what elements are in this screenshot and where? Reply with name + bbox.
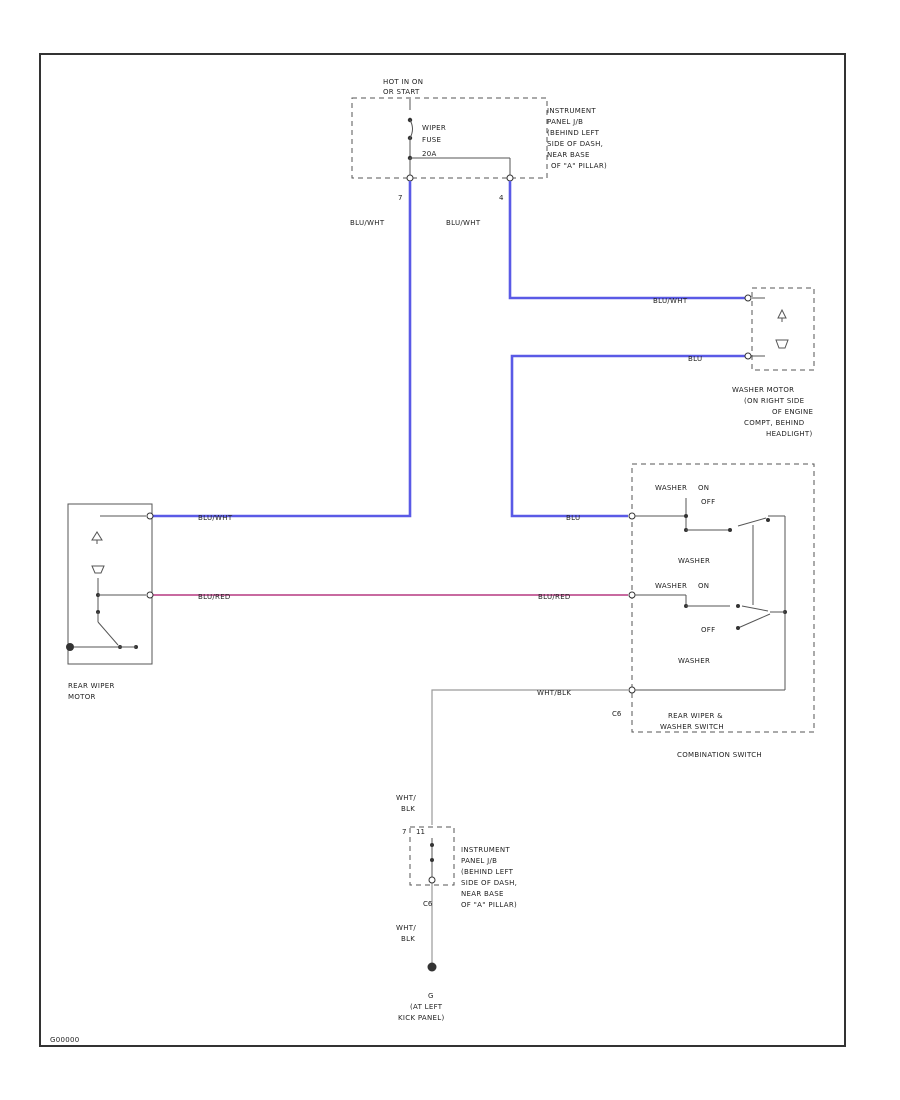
- combination-switch: WASHER ON OFF WASHER WASHER ON OFF WASHE…: [612, 463, 815, 759]
- power-label-2: OR START: [383, 88, 420, 96]
- fuse-pin-left: 7: [398, 194, 402, 202]
- fuse-location-2: PANEL J/B: [547, 118, 583, 126]
- lower-switch-label-washer-top: WASHER: [655, 582, 687, 590]
- fuse-wire-right: BLU/WHT: [446, 219, 481, 227]
- fuse-pin-right: 4: [499, 194, 504, 202]
- lower-switch-arm-lower: [737, 613, 771, 629]
- washer-motor-symbol-icon: [777, 308, 787, 322]
- lower-switch-arm-upper: [741, 605, 769, 612]
- ground-label-1: G: [428, 992, 434, 1000]
- ground-jb-box: [409, 826, 455, 886]
- wire-blu-wht-washer: [508, 181, 745, 300]
- rear-wiper-motor: REAR WIPER MOTOR: [66, 503, 154, 701]
- ground-location-3: (BEHIND LEFT: [461, 868, 514, 876]
- fuse-label-3: 20A: [422, 150, 437, 158]
- diagram-frame: [39, 53, 846, 1047]
- lower-switch-label-washer-bottom: WASHER: [678, 657, 710, 665]
- combination-switch-caption: COMBINATION SWITCH: [677, 751, 762, 759]
- washer-motor-label-5: HEADLIGHT): [766, 430, 813, 438]
- wiper-motor-icon: [91, 531, 103, 544]
- switch-wire-bottom-label: WHT/BLK: [537, 689, 571, 697]
- wire-blu-washer-switch: [510, 354, 745, 518]
- ground-location-1: INSTRUMENT: [461, 846, 510, 854]
- power-label-1: HOT IN ON: [383, 78, 423, 86]
- fuse-terminal-left: [406, 174, 414, 182]
- fuse-icon: [409, 119, 413, 139]
- ground-junction: WHT/ BLK 7 11 INSTRUMENT PANEL J/B (BEHI…: [396, 794, 517, 1022]
- fuse-block-box: [351, 97, 548, 179]
- washer-motor-label-1: WASHER MOTOR: [732, 386, 794, 394]
- switch-wire-top-label: BLU: [566, 514, 580, 522]
- wiper-motor-label-2: MOTOR: [68, 693, 96, 701]
- ground-label-2: (AT LEFT: [410, 1003, 443, 1011]
- lower-switch-label-off: OFF: [701, 626, 715, 634]
- wire-wht-blk-switch: [431, 689, 628, 825]
- lower-switch-label-on: ON: [698, 582, 709, 590]
- switch-label-2: WASHER SWITCH: [660, 723, 724, 731]
- washer-motor-label-2: (ON RIGHT SIDE: [744, 397, 804, 405]
- ground-wire-upper-2: BLK: [401, 805, 415, 813]
- upper-switch-label-on: ON: [698, 484, 709, 492]
- ground-wire-upper-1: WHT/: [396, 794, 416, 802]
- switch-pin-bottom: C6: [612, 710, 622, 718]
- ground-wire-lower-1: WHT/: [396, 924, 416, 932]
- washer-wire-bottom-label: BLU: [688, 355, 702, 363]
- wiper-motor-label-1: REAR WIPER: [68, 682, 115, 690]
- washer-wire-top-label: BLU/WHT: [653, 297, 688, 305]
- upper-switch-arm: [737, 517, 767, 527]
- combination-switch-box: [631, 463, 815, 733]
- ground-location-4: SIDE OF DASH,: [461, 879, 517, 887]
- switch-label-1: REAR WIPER &: [668, 712, 723, 720]
- washer-motor-label-3: OF ENGINE: [772, 408, 813, 416]
- ground-location-2: PANEL J/B: [461, 857, 497, 865]
- washer-motor: WASHER MOTOR (ON RIGHT SIDE OF ENGINE CO…: [732, 287, 815, 438]
- wiper-motor-box: [67, 503, 153, 665]
- fuse-location-5: NEAR BASE: [547, 151, 590, 159]
- wire-blu-wht-wiper: [152, 181, 412, 518]
- ground-jb-pin-lower: C6: [423, 900, 433, 908]
- fuse-label-1: WIPER: [422, 124, 446, 132]
- upper-switch-label-washer-top: WASHER: [655, 484, 687, 492]
- fuse-location-4: SIDE OF DASH,: [547, 140, 603, 148]
- fuse-label-2: FUSE: [422, 136, 441, 144]
- fuse-terminal-right: [506, 174, 514, 182]
- ground-location-6: OF "A" PILLAR): [461, 901, 517, 909]
- ground-jb-pin-1: 7: [402, 828, 406, 836]
- ground-point-icon: [427, 962, 437, 972]
- switch-wire-mid-label: BLU/RED: [538, 593, 571, 601]
- washer-motor-coil-icon: [775, 339, 789, 349]
- fuse-location-3: (BEHIND LEFT: [547, 129, 600, 137]
- ground-wire-lower-2: BLK: [401, 935, 415, 943]
- upper-switch-label-off: OFF: [701, 498, 715, 506]
- fuse-location-6: OF "A" PILLAR): [551, 162, 607, 170]
- footer-code: G00000: [50, 1036, 80, 1044]
- fuse-location-1: INSTRUMENT: [547, 107, 596, 115]
- wiper-wire-top-label: BLU/WHT: [198, 514, 233, 522]
- upper-switch-label-washer-bottom: WASHER: [678, 557, 710, 565]
- ground-location-5: NEAR BASE: [461, 890, 504, 898]
- washer-motor-box: [751, 287, 815, 371]
- fuse-block: HOT IN ON OR START WIPER FUSE 20A INSTRU…: [350, 78, 607, 227]
- ground-label-3: KICK PANEL): [398, 1014, 445, 1022]
- ground-jb-pin-2: 11: [416, 828, 425, 836]
- washer-motor-label-4: COMPT, BEHIND: [744, 419, 804, 427]
- fuse-wire-left: BLU/WHT: [350, 219, 385, 227]
- wiper-wire-bottom-label: BLU/RED: [198, 593, 231, 601]
- wiper-motor-ground-icon: [66, 643, 74, 651]
